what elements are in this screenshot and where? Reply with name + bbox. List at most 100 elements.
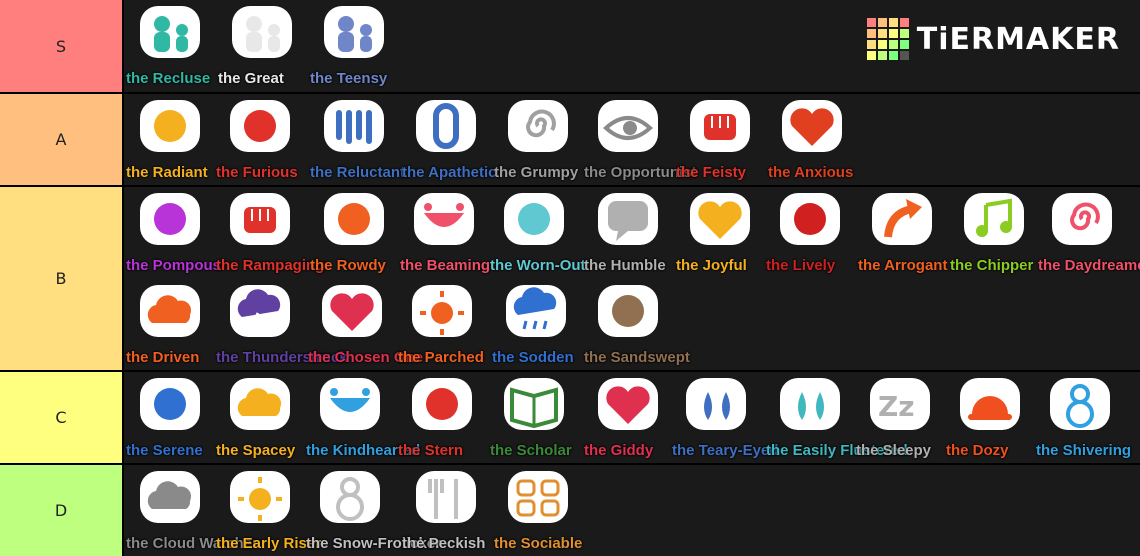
tier-item[interactable]: the Daydreamer (1036, 187, 1140, 275)
logo-grid-cell (877, 40, 887, 49)
tier-item[interactable]: the Shivering (1034, 372, 1131, 460)
tier-label[interactable]: D (0, 465, 124, 556)
cloud-icon (138, 283, 202, 339)
item-label: the Thunderstruck (216, 349, 348, 366)
tier-item[interactable]: the Kindhearted (304, 372, 420, 460)
tier-item[interactable]: the Chosen One (306, 279, 423, 367)
heart-icon (596, 376, 660, 432)
tier-item[interactable]: the Giddy (582, 372, 674, 460)
tier-item[interactable]: the Teary-Eyed (670, 372, 778, 460)
tier-item[interactable]: the Chipper (948, 187, 1040, 275)
tier-item[interactable]: the Sodden (490, 279, 582, 367)
item-label: the Driven (126, 349, 200, 366)
logo-grid-cell (888, 18, 898, 27)
tier-item[interactable]: the Humble (582, 187, 674, 275)
tier-item[interactable]: the Joyful (674, 187, 766, 275)
fist-icon (228, 191, 292, 247)
logo-grid-cell (888, 40, 898, 49)
heart-icon (688, 191, 752, 247)
tier-item[interactable]: the Early Riser (214, 465, 321, 553)
tier-item[interactable]: the Worn-Out (488, 187, 586, 275)
item-label: the Dozy (946, 442, 1009, 459)
figures-icon (322, 4, 386, 60)
tier-label[interactable]: C (0, 372, 124, 463)
logo-grid-icon (866, 18, 909, 60)
tier-item[interactable]: the Snow-Frolicker (304, 465, 441, 553)
item-label: the Joyful (676, 257, 747, 274)
ripple-icon (138, 376, 202, 432)
snowman-icon (318, 469, 382, 525)
tier-label[interactable]: A (0, 94, 124, 185)
tier-item[interactable]: the Stern (396, 372, 488, 460)
item-label: the Daydreamer (1038, 257, 1140, 274)
tier-item[interactable]: the Cloud Watcher (124, 465, 258, 553)
item-label: the Teary-Eyed (672, 442, 779, 459)
tier-item[interactable]: the Peckish (400, 465, 492, 553)
tier-item[interactable]: the Sociable (492, 465, 584, 553)
item-label: the Opportunist (584, 164, 697, 181)
item-label: the Chipper (950, 257, 1034, 274)
item-label: the Sandswept (584, 349, 690, 366)
tier-item[interactable]: the Reluctant (308, 94, 405, 182)
tier-item[interactable]: the Great (216, 0, 308, 88)
tier-item[interactable]: the Teensy (308, 0, 400, 88)
tier-item[interactable]: the Recluse (124, 0, 216, 88)
tier-label[interactable]: B (0, 187, 124, 370)
speech-icon (596, 191, 660, 247)
tier-item[interactable]: the Pompous (124, 187, 221, 275)
tier-item[interactable]: the Radiant (124, 94, 216, 182)
tier-item[interactable]: the Rowdy (308, 187, 400, 275)
tier-item[interactable]: the Spacey (214, 372, 306, 460)
logo-grid-cell (877, 18, 887, 27)
tier-item[interactable]: the Anxious (766, 94, 858, 182)
tier-item[interactable]: the Driven (124, 279, 216, 367)
tier-item[interactable]: the Easily Flustered (764, 372, 908, 460)
bulb-icon (138, 98, 202, 154)
item-label: the Grumpy (494, 164, 579, 181)
item-label: the Rowdy (310, 257, 386, 274)
tier-item[interactable]: the Arrogant (856, 187, 948, 275)
tier-item[interactable]: the Dozy (944, 372, 1036, 460)
logo-grid-cell (866, 51, 876, 60)
tier-item[interactable]: the Parched (396, 279, 488, 367)
tier-item[interactable]: the Feisty (674, 94, 766, 182)
tiermaker-logo[interactable]: TiERMAKER (866, 16, 1120, 62)
tier-label[interactable]: S (0, 0, 124, 92)
item-label: the Stern (398, 442, 464, 459)
tier-item[interactable]: the Lively (764, 187, 856, 275)
item-label: the Recluse (126, 70, 211, 87)
tier-item[interactable]: the Apathetic (400, 94, 496, 182)
item-label: the Giddy (584, 442, 654, 459)
logo-grid-cell (899, 18, 909, 27)
item-label: the Parched (398, 349, 484, 366)
spiral-icon (1050, 191, 1114, 247)
item-label: the Apathetic (402, 164, 497, 181)
zero-icon (414, 98, 478, 154)
wind-icon (596, 283, 660, 339)
tier-item[interactable]: the Scholar (488, 372, 580, 460)
logo-grid-cell (899, 51, 909, 60)
smile-icon (412, 191, 476, 247)
tier-item[interactable]: the Grumpy (492, 94, 584, 182)
logo-grid-cell (888, 51, 898, 60)
tier-item[interactable]: the Opportunist (582, 94, 697, 182)
heart-icon (320, 283, 384, 339)
item-label: the Peckish (402, 535, 486, 552)
drops-icon (684, 376, 748, 432)
tier-item[interactable]: the Sandswept (582, 279, 690, 367)
tier-item[interactable]: the Thunderstruck (214, 279, 348, 367)
item-label: the Feisty (676, 164, 747, 181)
tier-item[interactable]: the Furious (214, 94, 306, 182)
tier-item[interactable]: the Serene (124, 372, 216, 460)
item-label: the Lively (766, 257, 836, 274)
tier-item[interactable]: the Rampaging (214, 187, 324, 275)
item-label: the Snow-Frolicker (306, 535, 442, 552)
tier-item[interactable]: the Beaming (398, 187, 490, 275)
